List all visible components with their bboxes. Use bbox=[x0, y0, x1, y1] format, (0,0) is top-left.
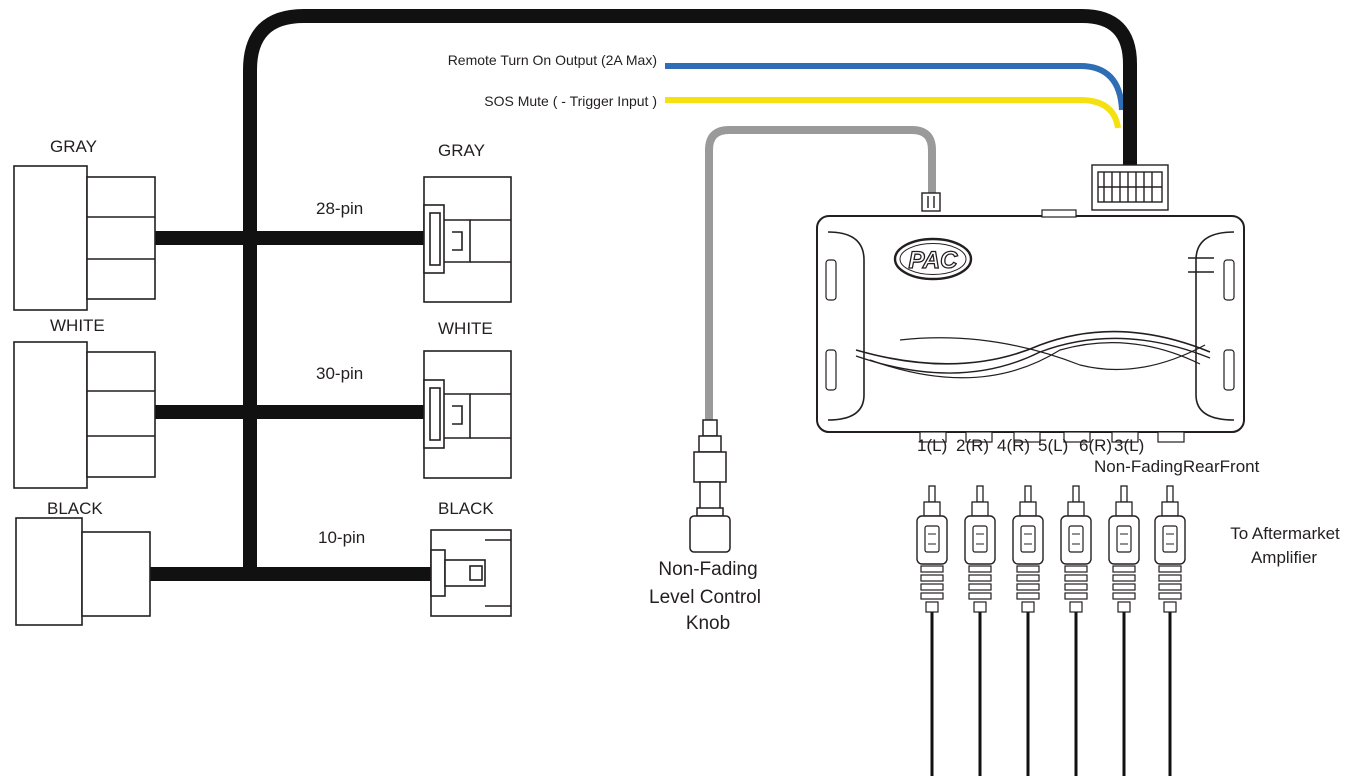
right-black-label: BLACK bbox=[438, 499, 494, 518]
main-module-plug bbox=[1091, 164, 1169, 211]
rca-cables bbox=[916, 485, 1186, 776]
left-gray-connector bbox=[13, 165, 156, 311]
rca-plug bbox=[1012, 485, 1044, 776]
output-label-1: 1(L) bbox=[917, 436, 947, 455]
pin-count-10: 10-pin bbox=[318, 528, 365, 547]
yellow-wire-label: SOS Mute ( - Trigger Input ) bbox=[484, 93, 657, 109]
amp-label-line1: To Aftermarket bbox=[1230, 524, 1340, 543]
blue-wire-label: Remote Turn On Output (2A Max) bbox=[448, 52, 657, 68]
pac-logo: PAC bbox=[893, 237, 973, 281]
right-white-label: WHITE bbox=[438, 319, 493, 338]
knob-module-plug bbox=[921, 192, 941, 212]
right-gray-connector bbox=[423, 176, 512, 303]
output-label-6: 3(L) bbox=[1114, 436, 1144, 455]
knob-wire bbox=[705, 126, 936, 425]
rca-plug bbox=[1060, 485, 1092, 776]
rca-plug bbox=[964, 485, 996, 776]
output-label-3: 4(R) bbox=[997, 436, 1030, 455]
pac-logo-text: PAC bbox=[909, 247, 959, 274]
rca-plug bbox=[1108, 485, 1140, 776]
rca-plug bbox=[916, 485, 948, 776]
pin-count-30: 30-pin bbox=[316, 364, 363, 383]
yellow-wire bbox=[665, 97, 1121, 129]
output-label-5: 6(R) bbox=[1079, 436, 1112, 455]
right-white-connector bbox=[423, 350, 512, 479]
right-black-connector bbox=[430, 529, 512, 617]
output-label-4: 5(L) bbox=[1038, 436, 1068, 455]
left-white-label: WHITE bbox=[50, 316, 105, 335]
left-gray-label: GRAY bbox=[50, 137, 97, 156]
knob-label-line2: Level Control bbox=[649, 587, 761, 608]
knob-label-line3: Knob bbox=[686, 613, 730, 634]
knob-label-line1: Non-Fading bbox=[658, 559, 757, 580]
level-control-knob bbox=[689, 419, 731, 553]
output-labels: 1(L) 2(R) 4(R) 5(L) 6(R) 3(L) bbox=[917, 436, 1144, 455]
left-black-label: BLACK bbox=[47, 499, 103, 518]
main-trunk-wire bbox=[243, 9, 1137, 572]
right-gray-label: GRAY bbox=[438, 141, 485, 160]
rca-plug bbox=[1154, 485, 1186, 776]
pin-count-28: 28-pin bbox=[316, 199, 363, 218]
blue-wire bbox=[665, 63, 1125, 111]
left-white-connector bbox=[13, 341, 156, 489]
pac-module bbox=[816, 209, 1245, 443]
left-black-connector bbox=[15, 517, 151, 626]
amp-label-line2: Amplifier bbox=[1251, 548, 1317, 567]
output-group-label: Non-FadingRearFront bbox=[1094, 457, 1260, 476]
output-label-2: 2(R) bbox=[956, 436, 989, 455]
